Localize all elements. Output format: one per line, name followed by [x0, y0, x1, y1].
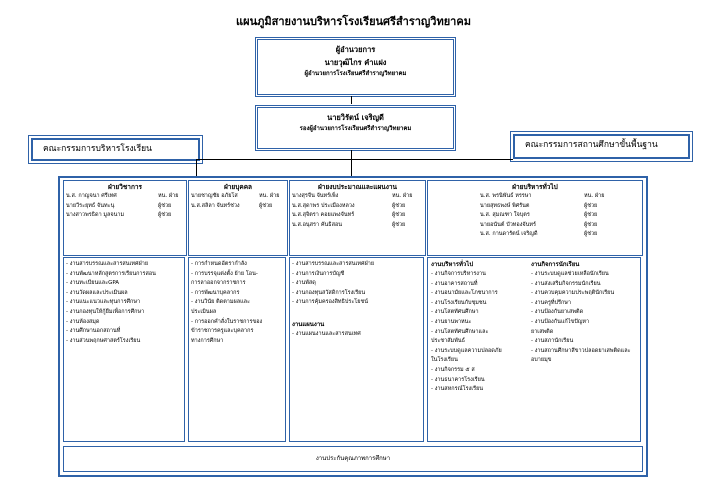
dept-general-header: ฝ่ายบริหารทั่วไป น.ส. พรนิพันธ์ หรรษาหน.… [427, 180, 643, 256]
task-item: ประชาสัมพันธ์ [431, 338, 465, 345]
task-item: - งานวินัย ติดตามผลและ [191, 299, 250, 306]
connector-director-deputy [351, 96, 352, 104]
person-row: นายวีระยุทธ์ จันทะนุผู้ช่วย [66, 202, 172, 209]
task-item: - งานอาคารสถานที่ [431, 280, 478, 287]
person-row: น.ส. กาญจนา ศรีเทศหน. ฝ่าย [66, 193, 179, 199]
person-row: น.ส. สุมณฑา ใจบุตรผู้ช่วย [480, 212, 598, 218]
task-item: - งานส่งเสริมกิจกรรมนักเรียน [531, 280, 601, 287]
task-item: - งานกองทุนสวัสดิการโรงเรียน [292, 289, 366, 296]
dept-general-title: ฝ่ายบริหารทั่วไป [512, 183, 558, 191]
task-item: - การกำหนดอัตรากำลัง [191, 261, 247, 267]
dept-personnel-title: ฝ่ายบุคคล [223, 183, 253, 191]
task-item: - งานส่วนพฤกษศาสตร์โรงเรียน [66, 337, 141, 344]
task-item: - งานระบบดูแลช่วยเหลือนักเรียน [531, 271, 609, 277]
dept-academic-tasks: - งานสารบรรณและสารสนเทศฝ่าย - งานพัฒนาหล… [63, 257, 185, 442]
task-item: ในโรงเรียน [431, 357, 458, 364]
dept-budget-title: ฝ่ายงบประมาณและแผนงาน [317, 183, 397, 191]
person-row: น.ส.สลิลา จันทร์ช่วงผู้ช่วย [191, 202, 273, 209]
general-admin-column: งานบริหารทั่วไป - งานกิจการบริหารงาน - ง… [431, 260, 527, 395]
dept-budget-tasks: - งานสารบรรณและสารสนเทศฝ่าย - งานการเงิน… [289, 257, 424, 442]
person-row: น.ส. กานดารัตน์ เจริญดีผู้ช่วย [480, 231, 598, 237]
task-item: - งานระบบดูแลความปลอดภัย [431, 347, 502, 354]
task-item: - งานพัฒนาหลักสูตรการเรียนการสอน [66, 270, 156, 277]
task-item: - งานสารบรรณและสารสนเทศฝ่าย [292, 261, 375, 267]
person-row: น.ส. พรนิพันธ์ หรรษาหน. ฝ่าย [480, 193, 605, 199]
task-item: - งานศึกษานอกสถานที่ [66, 328, 121, 335]
person-row: นายอนันต์ บัวทองจันทร์ผู้ช่วย [480, 221, 598, 228]
task-item: - การออกคำสั่งในราชการของ [191, 318, 263, 325]
task-item: - งานสหกรณ์โรงเรียน [431, 386, 484, 393]
dept-personnel-tasks: - การกำหนดอัตรากำลัง - การบรรจุแต่งตั้ง … [188, 257, 286, 442]
right-committee-box: คณะกรรมการสถานศึกษาขั้นพื้นฐาน [513, 134, 690, 159]
director-position: ผู้อำนวยการ [335, 45, 376, 54]
task-item: - งานวัดผลและประเมินผล [66, 289, 128, 296]
task-item: - งานแผนงานและสารสนเทศ [292, 330, 361, 337]
task-item: - งานควบคุมความประพฤตินักเรียน [531, 290, 615, 297]
task-item: - งานยานพาหนะ [431, 318, 472, 325]
task-item: - งานกิจกรรม ๕ ส [431, 366, 475, 373]
task-item: - การบรรจุแต่งตั้ง ย้าย โอน- [191, 270, 258, 277]
task-item: ประเมินผล [191, 308, 217, 315]
student-sub-heading: งานกิจการนักเรียน [531, 261, 580, 268]
task-item: - งานพัสดุ [292, 280, 316, 287]
person-row: นางสุรจีน จันทร์เพ็งหน. ฝ่าย [292, 193, 413, 199]
task-item: - งานป้องกันยาเสพติด [531, 309, 584, 316]
departments-container [58, 176, 648, 477]
task-item: - งานโสตทัศนศึกษา [431, 309, 479, 316]
task-item: - งานการคุ้มครองสิทธิประโยชน์ [292, 299, 368, 306]
quality-assurance-box: งานประกันคุณภาพการศึกษา [63, 446, 643, 472]
deputy-box: นายวิรัตน์ เจริญดี รองผู้อำนวยการโรงเรีย… [255, 105, 456, 151]
left-committee-box: คณะกรรมการบริหารโรงเรียน [31, 138, 200, 161]
director-role: ผู้อำนวยการโรงเรียนศรีสำราญวิทยาคม [304, 70, 407, 77]
task-item: - งานธนาคารโรงเรียน [431, 376, 485, 383]
task-item: - งานโสตทัศนศึกษาและ [431, 328, 489, 335]
dept-academic-header: ฝ่ายวิชาการ น.ส. กาญจนา ศรีเทศหน. ฝ่าย น… [63, 180, 187, 256]
chart-title: แผนภูมิสายงานบริหารโรงเรียนศรีสำราญวิทยา… [236, 15, 471, 28]
person-row: น.ส.อนุสรา คันธิสอนผู้ช่วย [292, 221, 406, 228]
director-name: นายวุฒิไกร คำแฝง [324, 58, 387, 67]
dept-personnel-header: ฝ่ายบุคคล นายชาญชัย อภัยโสหน. ฝ่าย น.ส.ส… [188, 180, 288, 256]
task-item: - งานกองทุนให้กู้ยืมเพื่อการศึกษา [66, 308, 145, 315]
task-item: - งานห้องสมุด [66, 318, 100, 325]
dept-general-tasks: งานบริหารทั่วไป - งานกิจการบริหารงาน - ง… [427, 257, 641, 442]
task-item: - งานครูที่ปรึกษา [531, 299, 572, 306]
general-sub-heading: งานบริหารทั่วไป [431, 261, 474, 268]
task-item: - งานสารบรรณและสารสนเทศฝ่าย [66, 261, 149, 267]
task-item: - งานการเงินการบัญชี [292, 270, 345, 277]
connector-horizontal [196, 159, 513, 160]
task-item: - การพัฒนาบุคลากร [191, 289, 240, 296]
task-item: - งานป้องกันแก้ไขปัญหา [531, 318, 590, 325]
task-item: ทางการศึกษา [191, 337, 224, 344]
connector-deputy-down [351, 150, 352, 176]
task-item: - งานโรงเรียนกับชุมชน [431, 299, 487, 306]
plan-sub-heading: งานแผนงาน [292, 320, 325, 328]
task-item: ข้าราชการครูและบุคลากร [191, 328, 254, 335]
director-box: ผู้อำนวยการ นายวุฒิไกร คำแฝง ผู้อำนวยการ… [255, 37, 456, 97]
task-item: - งานสภานักเรียน [531, 338, 574, 345]
person-row: น.ส.สุดาพร ประเมืองหลวงผู้ช่วย [292, 202, 406, 209]
connector-left-drop [196, 159, 197, 176]
person-row: น.ส.สุจิตรา คอยแพงจันทร์ผู้ช่วย [292, 212, 406, 218]
task-item: - งานสถานศึกษาสีขาวปลอดยาเสพติดและอบายมุ… [531, 347, 631, 364]
dept-academic-title: ฝ่ายวิชาการ [107, 183, 143, 191]
task-item: - งานอนามัยและโภชนาการ [431, 290, 498, 297]
person-row: นายสุทธพงษ์ พิศรันตผู้ช่วย [480, 202, 598, 209]
student-affairs-column: งานกิจการนักเรียน - งานระบบดูแลช่วยเหลือ… [531, 260, 640, 366]
person-row: นางสาวพรธิดา มูลจนามผู้ช่วย [66, 212, 172, 218]
task-item: ยาเสพติด [531, 328, 554, 335]
task-item: - งานกิจการบริหารงาน [431, 271, 486, 277]
deputy-name: นายวิรัตน์ เจริญดี [327, 113, 384, 122]
dept-budget-header: ฝ่ายงบประมาณและแผนงาน นางสุรจีน จันทร์เพ… [289, 180, 426, 256]
task-item: - งานทะเบียนและGPA [66, 280, 120, 287]
deputy-role: รองผู้อำนวยการโรงเรียนศรีสำราญวิทยาคม [299, 125, 412, 132]
task-item: การลาออกจากราชการ [191, 280, 246, 287]
person-row: นายชาญชัย อภัยโสหน. ฝ่าย [191, 193, 280, 199]
task-item: - งานแนะแนวและทุนการศึกษา [66, 299, 141, 306]
